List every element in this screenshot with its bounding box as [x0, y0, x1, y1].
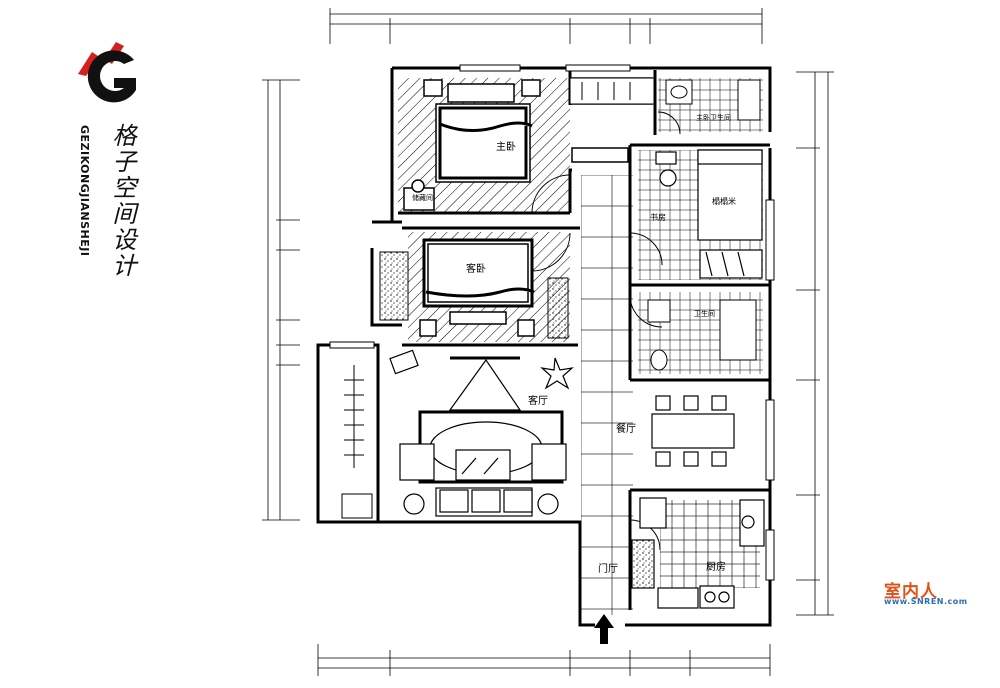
label-master-bath: 主卧卫生间	[696, 113, 731, 122]
label-dining-room: 餐厅	[616, 422, 636, 435]
label-guest-bedroom: 客卧	[466, 262, 486, 275]
kitchen-fixtures	[631, 497, 765, 609]
entrance-arrow-icon	[594, 614, 614, 644]
watermark: 室内人 www.SNREN.com	[874, 577, 974, 609]
doors	[531, 111, 681, 551]
label-kitchen: 厨房	[706, 560, 726, 573]
guest-bed	[419, 238, 535, 337]
logo-latin-text: GEZIKONGJIANSHEJI	[78, 125, 91, 257]
label-foyer: 门厅	[598, 562, 618, 575]
logo-g-mark-icon	[78, 42, 136, 103]
watermark-url-text: www.SNREN.com	[884, 597, 968, 606]
company-logo: GEZIKONGJIANSHEJI 格子空间设计	[30, 28, 140, 298]
label-guest-bath: 卫生间	[694, 309, 715, 318]
label-tatami: 榻榻米	[712, 196, 736, 206]
label-study: 书房	[650, 212, 666, 222]
master-bed	[403, 77, 653, 211]
tatami-area	[655, 149, 763, 279]
living-room-furniture	[389, 349, 574, 517]
wardrobe	[569, 77, 655, 105]
windows	[329, 64, 775, 581]
label-storage: 储藏间	[412, 193, 433, 202]
logo-chinese-text: 格子空间设计	[108, 123, 136, 279]
label-living-room: 客厅	[528, 394, 548, 407]
watermark-main-text: 室内人	[884, 582, 938, 602]
bathroom-fixtures	[647, 79, 761, 371]
label-master-bedroom: 主卧	[496, 140, 516, 153]
dining-table	[651, 395, 735, 467]
balcony	[341, 365, 373, 519]
dimension-lines	[262, 8, 834, 676]
